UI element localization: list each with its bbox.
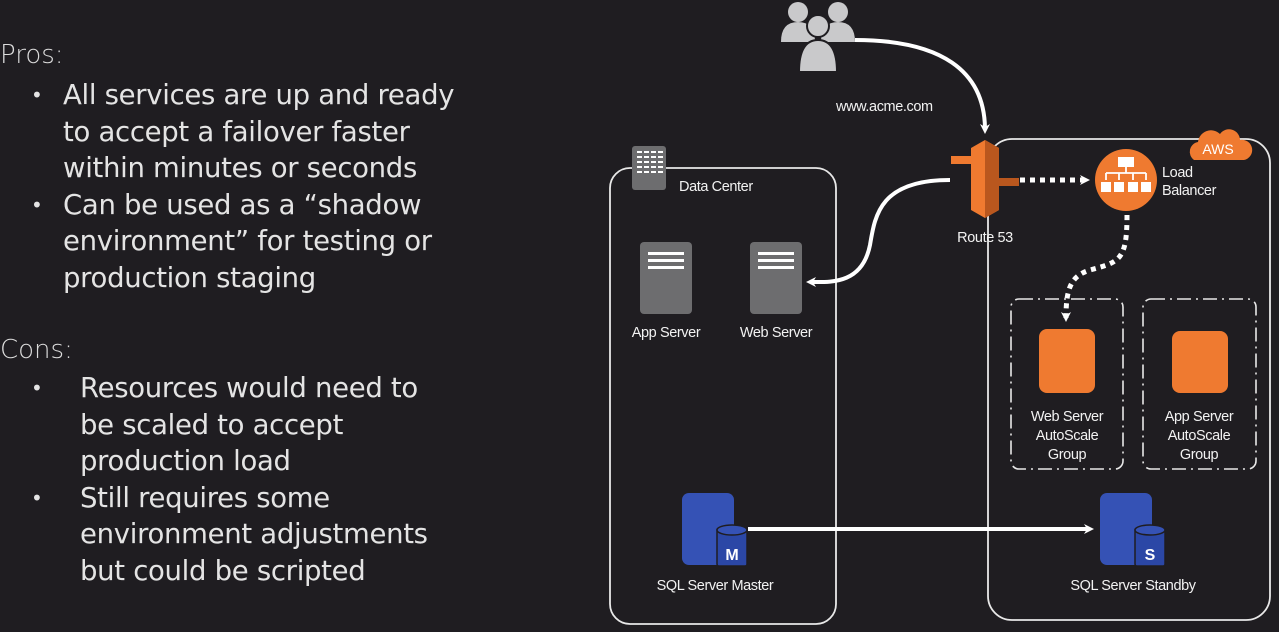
data-center-container [609,167,837,625]
aws-badge: AWS [1202,141,1233,157]
pros-list: • All services are up and ready to accep… [31,77,483,297]
web-server-label: Web Server [740,325,813,341]
web-asg-label-line3: Group [1048,447,1087,463]
web-asg-label-line2: AutoScale [1036,428,1099,444]
users-icon [781,2,855,73]
pros-line: Can be used as a “shadow [63,188,422,221]
app-asg-container [1142,298,1257,470]
route53-icon [951,140,1019,218]
sql-standby-icon: S [1100,493,1166,567]
route53-to-webserver-arrow [806,178,951,288]
web-asg-label-line1: Web Server [1031,409,1104,425]
bullet-icon: • [31,485,43,510]
text-panel: Pros: • All services are up and ready to… [0,0,560,632]
pros-line: All services are up and ready [63,79,455,111]
app-asg-label-line2: AutoScale [1168,428,1231,444]
load-balancer-label-line2: Balancer [1162,183,1217,199]
route53-label: Route 53 [957,230,1013,246]
cons-heading: Cons: [0,335,73,365]
cons-line: be scaled to accept [80,408,344,441]
cons-item: • Resources would need to be scaled to a… [31,370,460,480]
load-balancer-label-line1: Load [1162,165,1193,181]
web-server-icon [750,242,802,314]
cons-line: production load [80,445,291,477]
app-asg-instance-icon [1172,331,1228,393]
sql-standby-badge: S [1145,547,1156,564]
load-balancer-icon [1095,149,1157,211]
app-asg-label-line3: Group [1180,447,1219,463]
cons-line: Still requires some [80,481,330,514]
cons-line: but could be scripted [80,554,366,587]
cons-list: • Resources would need to be scaled to a… [31,370,460,590]
bullet-icon: • [31,192,43,217]
bullet-icon: • [31,376,43,400]
web-asg-container [1010,298,1124,470]
pros-item: • All services are up and ready to accep… [31,77,483,187]
pros-line: within minutes or seconds [63,152,417,184]
bullet-icon: • [31,83,43,107]
pros-line: production staging [63,261,316,294]
sql-master-badge: M [725,547,738,564]
pros-item: • Can be used as a “shadow environment” … [31,187,483,297]
data-center-label: Data Center [679,179,753,195]
aws-container [987,138,1271,621]
lb-to-web-asg-arrow [1061,214,1130,322]
sql-master-icon: M [682,493,748,567]
cons-item: • Still requires some environment adjust… [31,480,460,590]
app-server-label: App Server [632,325,701,341]
sql-master-label: SQL Server Master [657,578,774,594]
cons-line: environment adjustments [80,518,428,550]
users-to-route53-arrow [854,38,990,134]
web-asg-instance-icon [1039,329,1095,393]
pros-heading: Pros: [0,40,64,70]
sql-standby-label: SQL Server Standby [1070,578,1196,594]
app-asg-label-line1: App Server [1165,409,1234,425]
pros-line: to accept a failover faster [63,115,410,148]
aws-cloud-icon: AWS [1189,129,1253,160]
building-icon [632,146,666,190]
cons-line: Resources would need to [80,372,418,404]
domain-label: www.acme.com [835,99,933,115]
pros-line: environment” for testing or [63,225,432,257]
app-server-icon [640,242,692,314]
